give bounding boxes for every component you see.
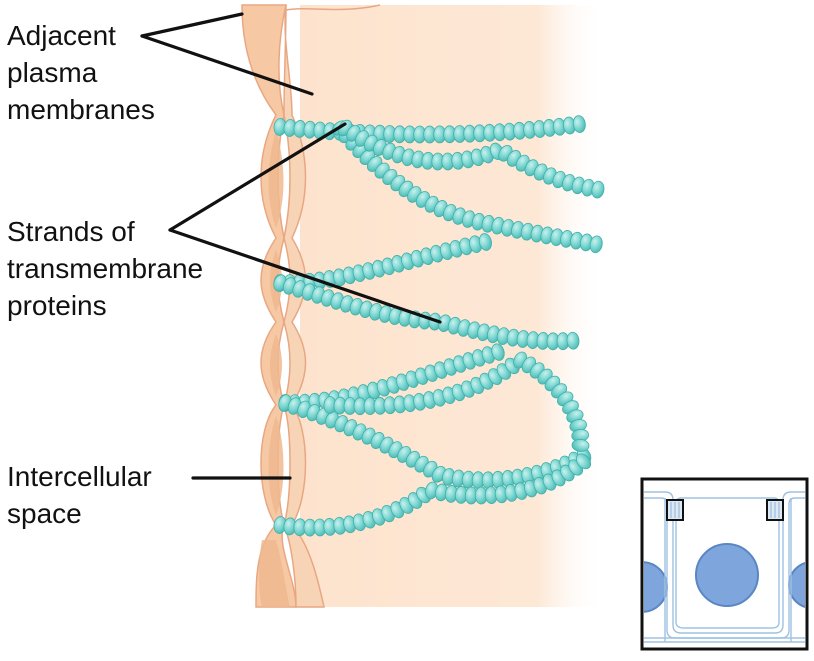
label-line: Intercellular	[7, 461, 152, 492]
label-strands-of-transmembrane-proteins: Strands of transmembrane proteins	[7, 213, 203, 324]
protein-strand	[273, 115, 586, 144]
label-line: proteins	[7, 290, 107, 321]
label-line: space	[7, 498, 82, 529]
label-line: Strands of	[7, 216, 135, 247]
protein-bead	[491, 343, 505, 361]
protein-bead	[478, 233, 492, 251]
protein-strand	[273, 233, 492, 292]
leader-membrane-top	[140, 12, 244, 38]
label-line: membranes	[7, 94, 155, 125]
leader-lines	[140, 12, 442, 480]
protein-bead	[589, 235, 603, 254]
protein-bead	[566, 331, 580, 350]
top-membrane-edge	[285, 4, 381, 11]
label-intercellular-space: Intercellular space	[7, 458, 152, 532]
protein-bead	[571, 438, 590, 452]
protein-strand	[273, 274, 580, 351]
leader-strand-bottom	[168, 228, 442, 324]
label-adjacent-plasma-membranes: Adjacent plasma membranes	[7, 17, 155, 128]
label-line: transmembrane	[7, 253, 204, 284]
leader-membrane-bottom	[140, 34, 314, 96]
inset-border	[640, 477, 809, 651]
protein-bead	[572, 115, 586, 133]
intercellular-space	[259, 130, 290, 607]
inset-cell-diagram	[640, 477, 809, 651]
protein-strand	[323, 351, 590, 452]
protein-strand	[337, 119, 605, 199]
protein-strand	[332, 120, 603, 254]
label-line: Adjacent	[7, 20, 116, 51]
leader-strand-top	[168, 122, 347, 232]
protein-bead	[591, 180, 605, 199]
protein-bead	[575, 453, 592, 470]
label-line: plasma	[7, 57, 98, 88]
protein-strand	[273, 453, 592, 537]
protein-strands	[273, 115, 605, 537]
inset-nucleus-center	[695, 543, 759, 607]
